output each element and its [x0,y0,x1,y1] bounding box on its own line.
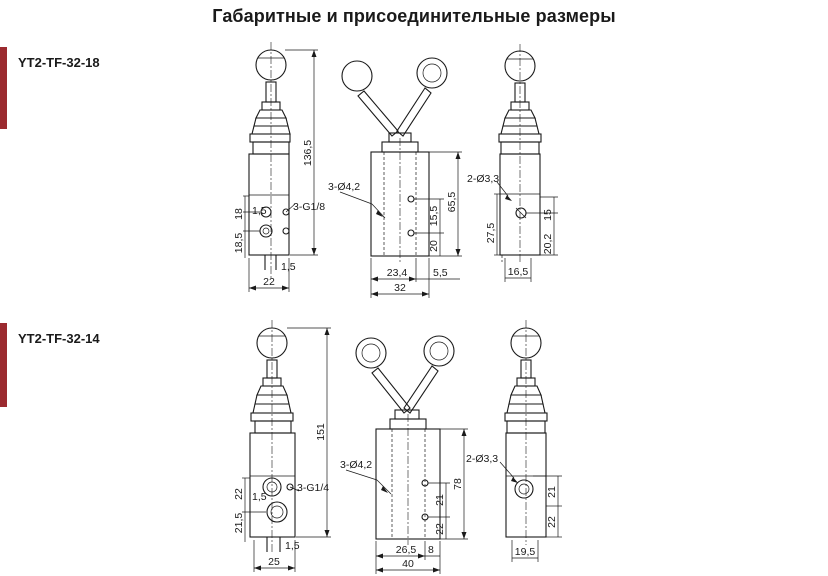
m1-dim-height-total: 136,5 [302,140,314,166]
m1-dim-16-5: 16,5 [508,266,529,278]
m2-dim-8: 8 [428,544,434,556]
m1-dim-5-5: 5,5 [433,267,448,279]
m1-dim-23-4: 23,4 [387,267,408,279]
m1-side-view: 136,5 18 18,5 1,5 3-G1/8 1,5 22 [233,42,325,292]
m2-side-view: 151 22 21,5 1,5 3-G1/4 1,5 25 [233,320,331,572]
m1-dim-20: 20 [428,240,440,252]
m1-front-view: 3-Ø4,2 65,5 15,5 20 23,4 5,5 32 [328,57,462,298]
m2-front-view: 3-Ø4,2 78 21 22 26,5 8 40 [340,335,468,574]
m2-dim-22: 22 [233,488,245,500]
m2-dim-78: 78 [452,478,464,490]
m2-dim-height-total: 151 [315,423,327,441]
page-title: Габаритные и присоединительные размеры [212,6,616,26]
m2-port-label: 3-G1/4 [297,482,329,494]
m1-hole-front-label: 3-Ø4,2 [328,181,360,193]
m1-hole-back-label: 2-Ø3,3 [467,173,499,185]
m1-port-label: 3-G1/8 [293,201,325,213]
m2-dim-1-5-bottom: 1,5 [285,540,300,552]
m1-dim-65-5: 65,5 [446,192,458,213]
m2-dim-21: 21 [434,494,446,506]
m1-dim-18: 18 [233,208,245,220]
model-accent-bar-1 [0,47,7,129]
m1-dim-width-front: 32 [394,282,406,294]
m1-dim-15: 15 [542,209,554,221]
m2-dim-22-front: 22 [434,523,446,535]
m2-dim-21-5: 21,5 [233,513,245,534]
m2-back-view: 2-Ø3,3 21 22 19,5 [466,320,562,562]
m1-dim-width-side: 22 [263,276,275,288]
model-label-2: YT2-TF-32-14 [18,331,100,346]
m1-dim-18-5: 18,5 [233,233,245,254]
model-accent-bar-2 [0,323,7,407]
m2-dim-19-5: 19,5 [515,546,536,558]
m2-dim-width-front: 40 [402,558,414,570]
m1-dim-1-5: 1,5 [252,205,267,217]
m2-hole-front-label: 3-Ø4,2 [340,459,372,471]
m1-dim-27-5: 27,5 [485,223,497,244]
m1-dim-20-2: 20,2 [542,234,554,255]
m1-dim-1-5-bottom: 1,5 [281,261,296,273]
m2-dim-21-back: 21 [546,486,558,498]
m2-dim-22-back: 22 [546,516,558,528]
model-label-1: YT2-TF-32-18 [18,55,100,70]
m2-hole-back-label: 2-Ø3,3 [466,453,498,465]
m2-dim-width-side: 25 [268,556,280,568]
m1-dim-15-5: 15,5 [428,206,440,227]
m2-dim-1-5: 1,5 [252,491,267,503]
m2-dim-26-5: 26,5 [396,544,417,556]
m1-back-view: 2-Ø3,3 27,5 15 20,2 16,5 [467,44,558,282]
